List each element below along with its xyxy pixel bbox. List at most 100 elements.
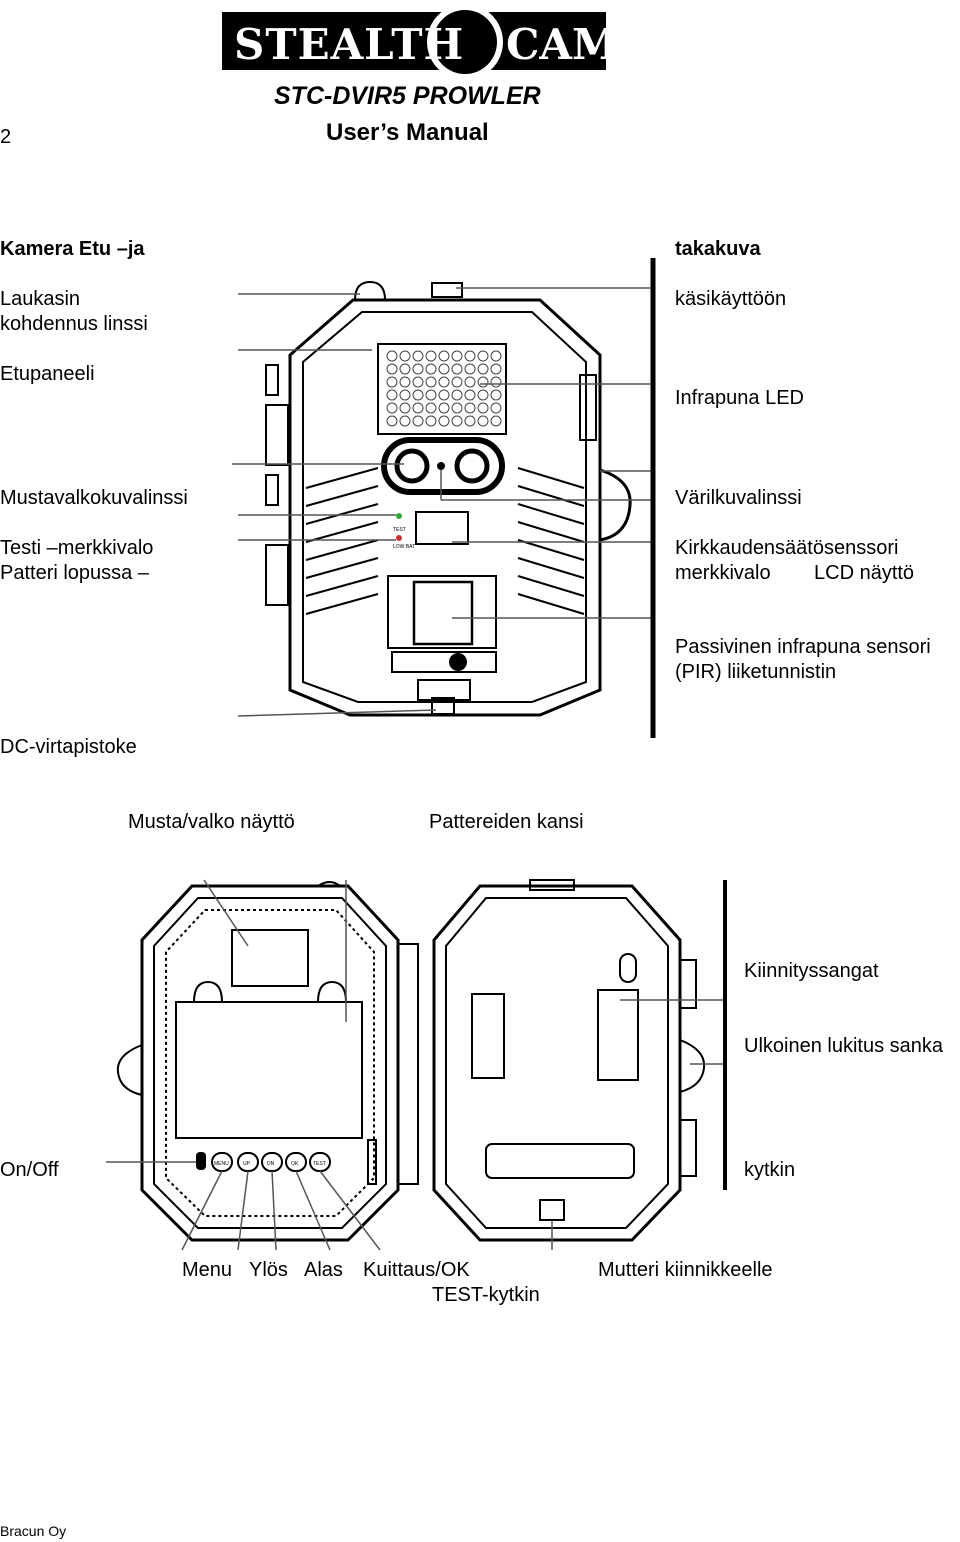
back-lock-loop-left — [116, 1044, 143, 1096]
trigger-knob — [354, 280, 386, 301]
test-led-label: TEST — [393, 527, 406, 533]
label-battery-cover: Pattereiden kansi — [429, 811, 584, 833]
label-down: Alas — [304, 1259, 343, 1281]
label-menu: Menu — [182, 1259, 233, 1281]
mount-bracket-top — [679, 959, 697, 1009]
hinge-column — [397, 943, 419, 1185]
on-off-switch — [367, 1139, 377, 1185]
label-trigger: Laukasin — [0, 288, 81, 310]
door-top-latch — [529, 879, 575, 891]
back-right-inner — [445, 897, 669, 1229]
label-brightness-sensor: Kirkkaudensäätösenssori — [675, 537, 899, 559]
label-indicator: merkkivalo — [675, 562, 771, 584]
stealth-cam-logo: STEALTH CAM STC-DVIR5 PROWLER User’s Man… — [222, 2, 619, 152]
back-top-knob — [317, 881, 341, 887]
grille-left — [305, 467, 379, 615]
label-bw-lens: Mustavalkokuvalinssi — [0, 487, 188, 509]
label-pir-motion: (PIR) liiketunnistin — [675, 661, 837, 683]
bottom-latch — [417, 679, 471, 701]
tripod-nut — [539, 1199, 565, 1221]
door-slot-left — [471, 993, 505, 1079]
logo-text-left: STEALTH — [234, 20, 464, 69]
logo-ring-inner — [433, 10, 497, 74]
top-latch — [431, 282, 463, 298]
model-name: STC-DVIR5 PROWLER — [274, 82, 541, 110]
label-on-off: On/Off — [0, 1159, 59, 1181]
label-up: Ylös — [249, 1259, 288, 1281]
front-housing-outline — [288, 298, 602, 717]
front-leader-lines — [232, 287, 652, 717]
bw-lens — [394, 448, 430, 484]
up-button-label: UP — [243, 1161, 251, 1167]
manual-subtitle: User’s Manual — [326, 119, 489, 146]
page-number: 2 — [0, 126, 12, 148]
ok-button-label: OK — [291, 1161, 299, 1167]
front-logo-dot — [449, 653, 467, 671]
latch-right — [579, 374, 597, 441]
menu-button-label: MENU — [214, 1161, 229, 1167]
front-title-right: takakuva — [675, 238, 761, 260]
footer-company: Bracun Oy — [0, 1523, 67, 1539]
battery-clip-left — [193, 980, 223, 1003]
ir-led-panel — [377, 343, 507, 435]
label-color-lens: Värilkuvalinssi — [675, 487, 802, 509]
front-logo-strip — [391, 651, 497, 673]
test-button-label: TEST — [313, 1161, 326, 1167]
label-low-battery: Patteri lopussa – — [0, 562, 149, 584]
label-lcd: LCD näyttö — [814, 562, 915, 584]
back-lock-loop-right — [679, 1039, 706, 1093]
low-bat-led — [396, 535, 402, 541]
label-external-lock: Ulkoinen lukitus sanka — [744, 1035, 943, 1057]
door-slot-right — [597, 989, 639, 1081]
label-mounting-brackets: Kiinnityssangat — [744, 960, 879, 982]
pir-frame — [387, 575, 497, 649]
light-sensor-dot — [437, 462, 445, 470]
control-buttons: MENU UP DN OK TEST — [196, 1152, 331, 1172]
logo-graphic: STEALTH CAM STC-DVIR5 PROWLER User’s Man… — [222, 4, 619, 146]
lens-capsule — [381, 437, 505, 495]
label-tripod-nut: Mutteri kiinnikkeelle — [598, 1259, 773, 1281]
pir-sensor — [412, 580, 474, 646]
down-button-label: DN — [267, 1161, 275, 1167]
label-front-panel: Etupaneeli — [0, 363, 95, 385]
label-ir-led: Infrapuna LED — [675, 387, 804, 409]
logo-bar — [222, 12, 606, 70]
back-camera-diagram: MENU UP DN OK TEST — [106, 879, 727, 1251]
label-bw-display: Musta/valko näyttö — [128, 811, 295, 833]
hinge-2 — [265, 404, 289, 466]
label-test-led: Testi –merkkivalo — [0, 537, 154, 559]
back-leader-lines — [106, 879, 726, 1251]
label-pir-sensor: Passivinen infrapuna sensori — [675, 636, 931, 658]
front-title-left: Kamera Etu –ja — [0, 238, 145, 260]
dc-port — [431, 697, 455, 715]
label-targeting-lens: kohdennus linssi — [0, 313, 148, 335]
grille-right — [517, 467, 585, 615]
bw-display — [231, 929, 309, 987]
label-ok: Kuittaus/OK — [363, 1259, 470, 1281]
lock-loop — [599, 468, 632, 542]
label-switch: kytkin — [744, 1159, 796, 1181]
mount-bracket-bottom — [679, 1119, 697, 1177]
back-right-housing — [432, 884, 682, 1242]
hinge-3 — [265, 474, 279, 506]
power-switch-knob — [196, 1152, 206, 1170]
back-left-housing — [140, 884, 400, 1242]
hinge-4 — [265, 544, 289, 606]
light-sensor-window — [415, 511, 469, 545]
front-housing-inner — [302, 311, 587, 703]
ir-led-array — [386, 350, 502, 427]
door-knob — [619, 953, 637, 983]
logo-text-right: CAM — [506, 20, 606, 69]
battery-clip-right — [317, 980, 347, 1003]
battery-cover — [175, 1001, 363, 1139]
hinge-1 — [265, 364, 279, 396]
door-recess — [485, 1143, 635, 1179]
label-test-switch: TEST-kytkin — [432, 1284, 540, 1306]
low-bat-led-label: LOW BAT — [393, 544, 415, 550]
back-left-inner — [153, 897, 387, 1229]
label-dc-jack: DC-virtapistoke — [0, 736, 137, 758]
label-manual-use: käsikäyttöön — [675, 288, 787, 310]
front-camera-diagram: TEST LOW BAT — [232, 258, 656, 738]
color-lens — [454, 448, 490, 484]
test-led — [396, 513, 402, 519]
